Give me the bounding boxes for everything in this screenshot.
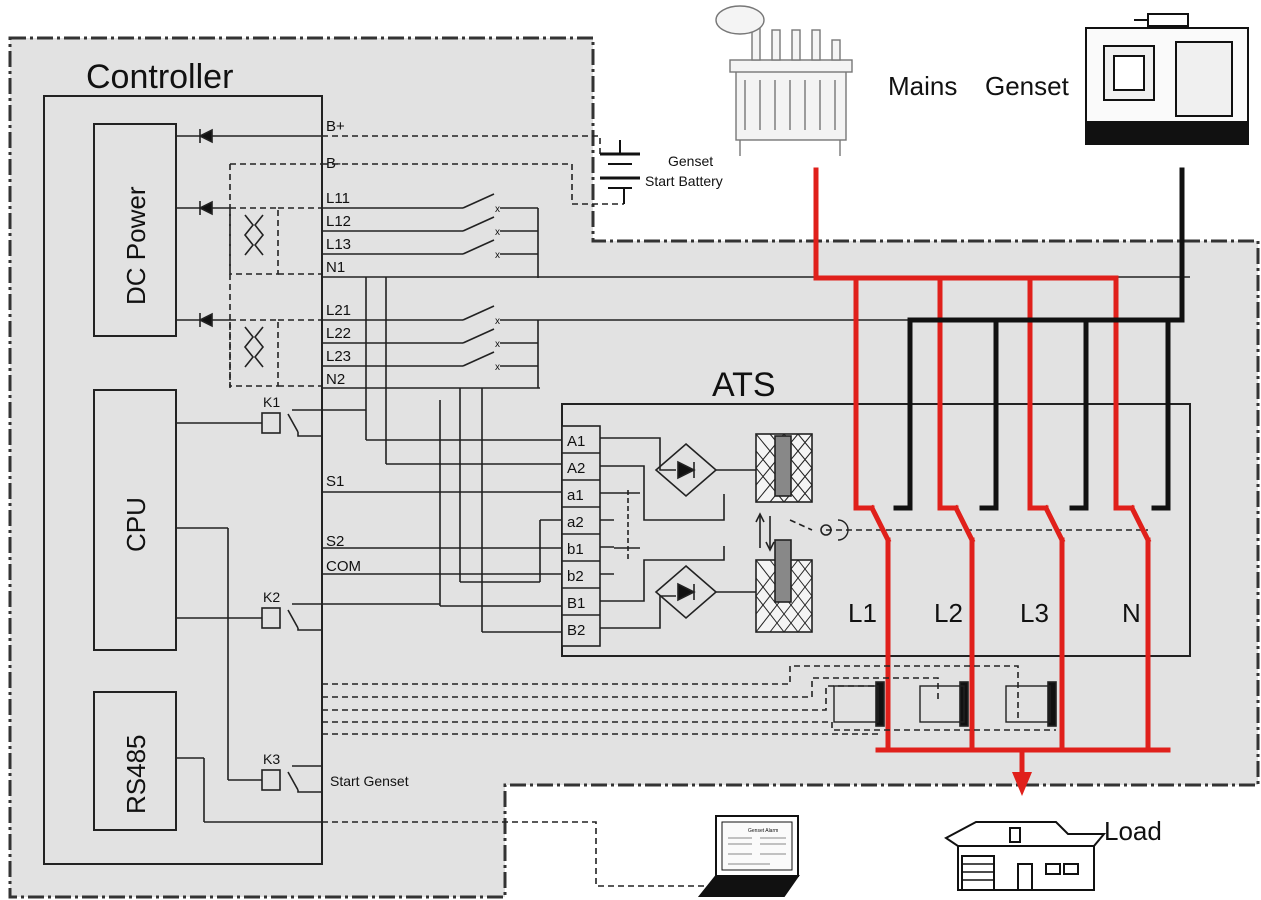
svg-text:x: x bbox=[495, 227, 500, 238]
dc-power-label: DC Power bbox=[121, 186, 151, 305]
ats-linkage-pivot bbox=[820, 524, 832, 536]
ats-control-wiring bbox=[322, 410, 725, 629]
phase-l3-label: L3 bbox=[1020, 598, 1049, 628]
relay-k1-label: K1 bbox=[263, 394, 280, 410]
mains-label: Mains bbox=[888, 71, 957, 101]
terminal-com: COM bbox=[326, 558, 361, 575]
controller-panel-boundary bbox=[8, 36, 1260, 899]
svg-text:x: x bbox=[495, 362, 500, 373]
terminal-s2: S2 bbox=[326, 533, 344, 550]
battery-label-1: Genset bbox=[668, 153, 713, 169]
ats-terminal-b2-lower: b2 bbox=[567, 568, 584, 585]
controller-box bbox=[43, 95, 323, 865]
ats-terminal-block bbox=[561, 425, 601, 647]
svg-text:x: x bbox=[495, 316, 500, 327]
terminal-l23: L23 bbox=[326, 348, 351, 365]
controller-terminal-labels: B+ B- L11 L12 L13 N1 L21 L22 L23 N2 S1 S… bbox=[326, 118, 361, 575]
ats-rectifier-bottom bbox=[654, 564, 756, 620]
cpu-block bbox=[93, 389, 177, 651]
laptop-screen-content bbox=[728, 837, 786, 865]
ats-terminal-labels: A1 A2 a1 a2 b1 b2 B1 B2 bbox=[567, 433, 585, 639]
mains-transformer-icon bbox=[715, 5, 853, 156]
relay-k2-label: K2 bbox=[263, 589, 280, 605]
ats-terminal-b1-lower: b1 bbox=[567, 541, 584, 558]
rs485-block bbox=[93, 691, 177, 831]
genset-power-bus bbox=[893, 167, 1185, 511]
ats-terminal-b1: B1 bbox=[567, 595, 585, 612]
ats-mechanical-linkage bbox=[789, 519, 1148, 531]
ats-terminal-a1: A1 bbox=[567, 433, 585, 450]
load-label: Load bbox=[1104, 816, 1162, 846]
genset-start-battery-symbol bbox=[600, 140, 640, 204]
sense-switch-markers: x x x x x x bbox=[495, 204, 500, 373]
ats-title: ATS bbox=[712, 366, 776, 404]
genset-label: Genset bbox=[985, 71, 1070, 101]
laptop-icon bbox=[697, 815, 800, 897]
mains-power-bus bbox=[813, 167, 1171, 777]
current-transformers bbox=[322, 665, 1057, 735]
svg-text:x: x bbox=[495, 339, 500, 350]
cpu-label: CPU bbox=[121, 497, 151, 552]
terminal-b-plus: B+ bbox=[326, 118, 345, 135]
svg-text:x: x bbox=[495, 250, 500, 261]
load-house-icon bbox=[944, 821, 1107, 891]
battery-label-2: Start Battery bbox=[645, 173, 723, 189]
ats-terminal-a1-lower: a1 bbox=[567, 487, 584, 504]
ats-terminal-a2: A2 bbox=[567, 460, 585, 477]
terminal-l22: L22 bbox=[326, 325, 351, 342]
start-genset-label: Start Genset bbox=[330, 773, 409, 789]
terminal-n1: N1 bbox=[326, 259, 345, 276]
rs485-link bbox=[322, 821, 706, 887]
phase-l2-label: L2 bbox=[934, 598, 963, 628]
terminal-n2: N2 bbox=[326, 371, 345, 388]
terminal-l11: L11 bbox=[326, 190, 350, 207]
dc-power-input-circuits bbox=[176, 128, 322, 388]
dc-power-block bbox=[93, 123, 177, 337]
phase-n-label: N bbox=[1122, 598, 1141, 628]
terminal-l12: L12 bbox=[326, 213, 351, 230]
load-arrow bbox=[1012, 772, 1032, 796]
ats-solenoid-coils bbox=[755, 433, 813, 633]
relay-k3-label: K3 bbox=[263, 751, 280, 767]
genset-icon bbox=[1085, 13, 1249, 145]
ats-terminal-b2: B2 bbox=[567, 622, 585, 639]
terminal-l21: L21 bbox=[326, 302, 351, 319]
controller-title: Controller bbox=[86, 58, 233, 96]
phase-l1-label: L1 bbox=[848, 598, 877, 628]
terminal-s1: S1 bbox=[326, 473, 344, 490]
ats-rectifier-top bbox=[654, 442, 756, 498]
svg-text:x: x bbox=[495, 204, 500, 215]
laptop-screen-header: Genset Alarm bbox=[748, 828, 778, 834]
ats-linkage-rotation-arrow bbox=[837, 519, 849, 541]
terminal-l13: L13 bbox=[326, 236, 351, 253]
ats-terminal-a2-lower: a2 bbox=[567, 514, 584, 531]
rs485-label: RS485 bbox=[121, 735, 151, 815]
relays bbox=[176, 409, 440, 823]
